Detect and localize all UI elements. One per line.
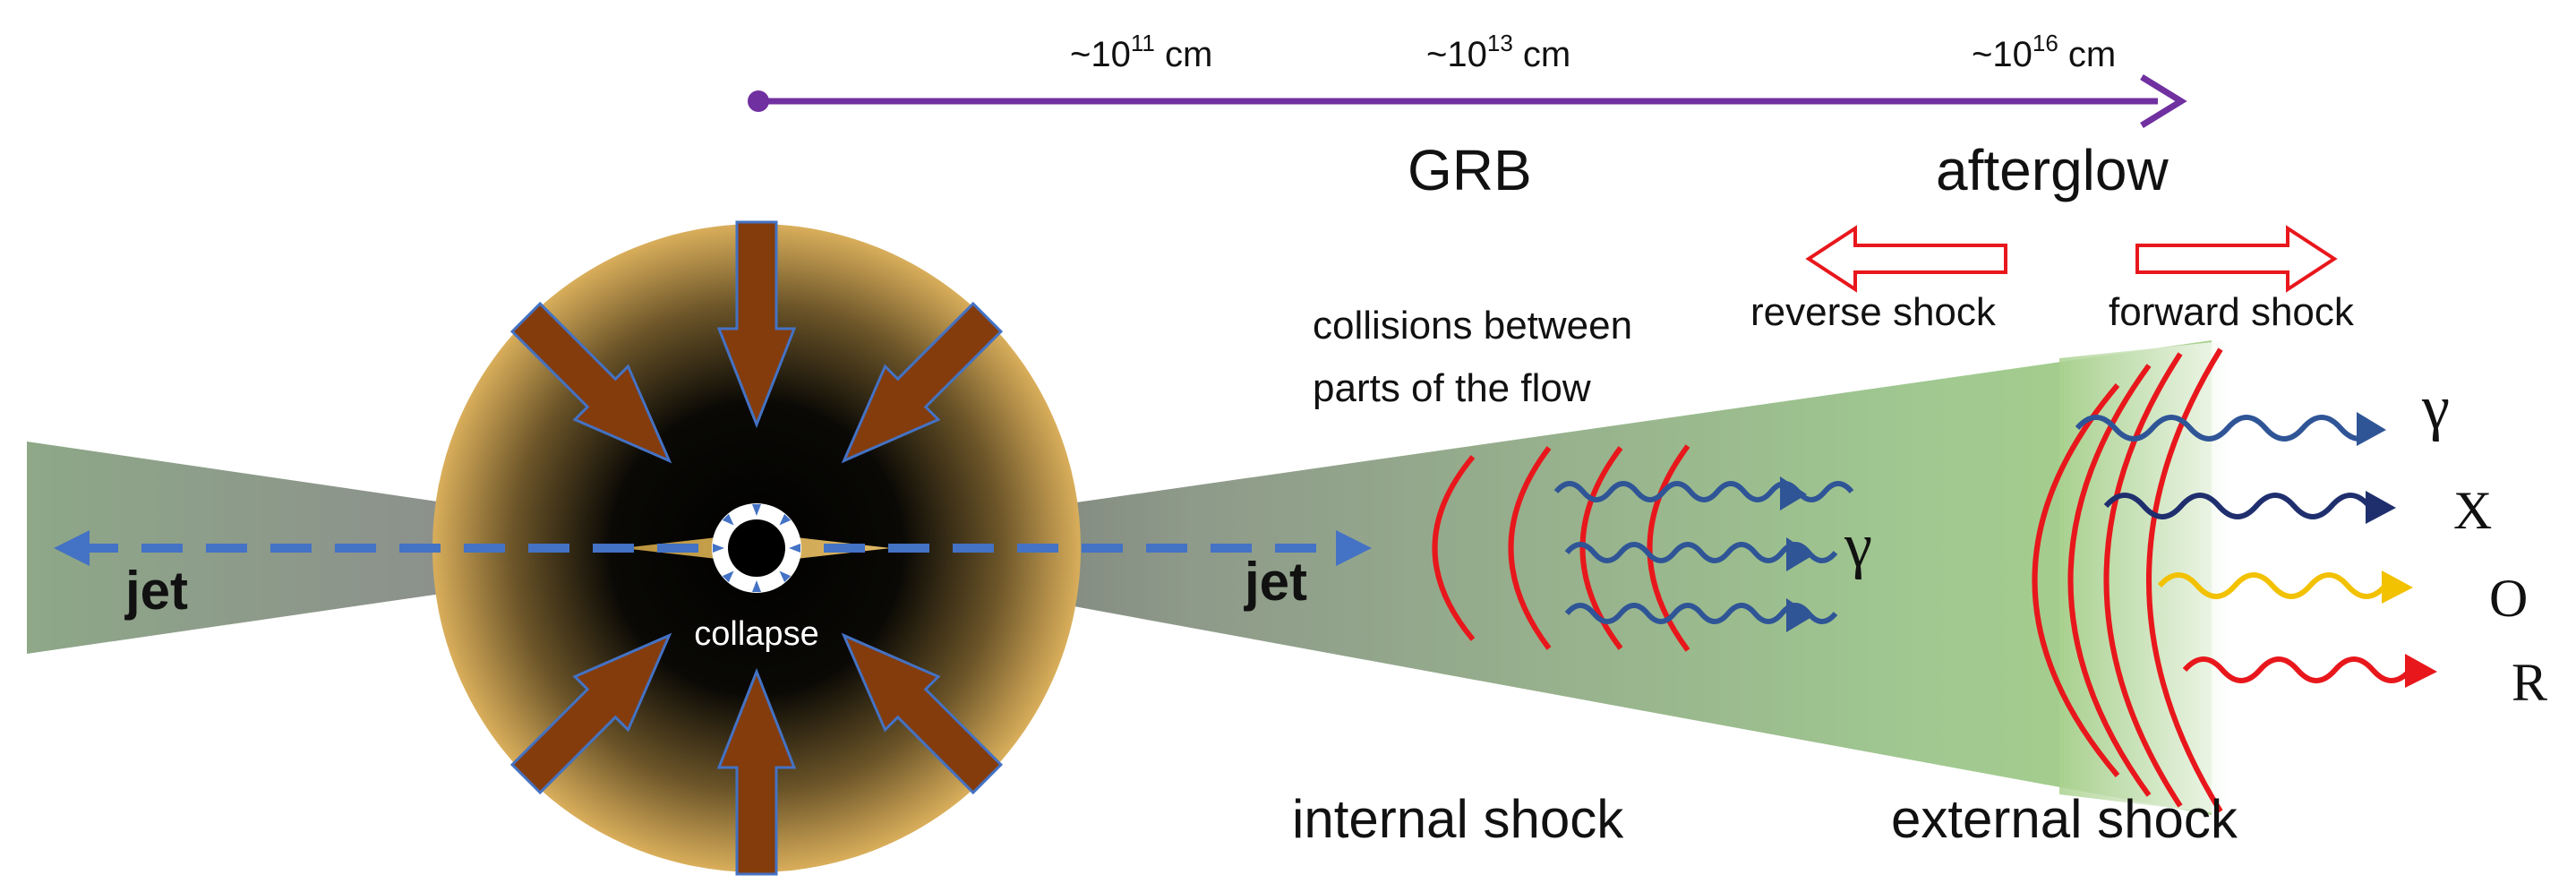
- phase-afterglow: afterglow: [1936, 138, 2169, 202]
- collisions-label-line2: parts of the flow: [1313, 366, 1591, 410]
- emission-o: [2157, 570, 2413, 604]
- collapse-label: collapse: [694, 615, 818, 653]
- infall-arrow-top-left: [509, 301, 672, 464]
- emission-gamma: [2075, 412, 2386, 446]
- emission-label-gamma: γ: [2421, 373, 2450, 442]
- emission-label-o: O: [2489, 569, 2528, 628]
- forward-shock-label: forward shock: [2109, 290, 2355, 334]
- jet-label-left: jet: [124, 561, 188, 621]
- external-shock-label: external shock: [1891, 789, 2238, 849]
- scale-arrowhead: [2140, 74, 2187, 128]
- left-jet-cone: [27, 442, 757, 654]
- black-hole-core: [728, 519, 785, 577]
- infall-arrow-bottom-right: [841, 632, 1004, 795]
- emission-x: [2103, 491, 2396, 524]
- jet-label-right: jet: [1244, 552, 1307, 612]
- emission-label-x: X: [2453, 481, 2492, 540]
- right-jet-outflow: [757, 340, 2212, 815]
- scale-label-1e11: ~1011 cm: [1070, 30, 1212, 74]
- outflow-edge-fade: [2059, 340, 2229, 815]
- scale-axis: [748, 74, 2187, 128]
- emission-label-r: R: [2512, 653, 2547, 712]
- infall-arrows: [509, 220, 1004, 876]
- phase-grb: GRB: [1408, 138, 1532, 202]
- jet-arrow-left: [54, 530, 698, 566]
- internal-gamma-label: γ: [1844, 511, 1872, 580]
- emission-r: [2182, 654, 2437, 688]
- infall-arrow-top-right: [841, 301, 1004, 464]
- infall-arrow-top: [716, 220, 797, 429]
- scale-label-1e13: ~1013 cm: [1426, 30, 1570, 74]
- reverse-shock-label: reverse shock: [1750, 290, 1997, 334]
- internal-gamma-waves: [1553, 476, 1854, 632]
- forward-shock-arrow: [2135, 225, 2338, 293]
- infall-arrow-bottom: [716, 667, 797, 876]
- collisions-label-line1: collisions between: [1313, 304, 1632, 347]
- reverse-shock-arrow: [1805, 225, 2007, 293]
- scale-label-1e16: ~1016 cm: [1972, 30, 2116, 74]
- scale-origin-dot: [748, 90, 769, 112]
- core-infall-arrows: [713, 504, 800, 592]
- infall-arrow-bottom-left: [509, 632, 672, 795]
- internal-shock-label: internal shock: [1292, 789, 1624, 849]
- jet-arrow-right: [824, 530, 1372, 566]
